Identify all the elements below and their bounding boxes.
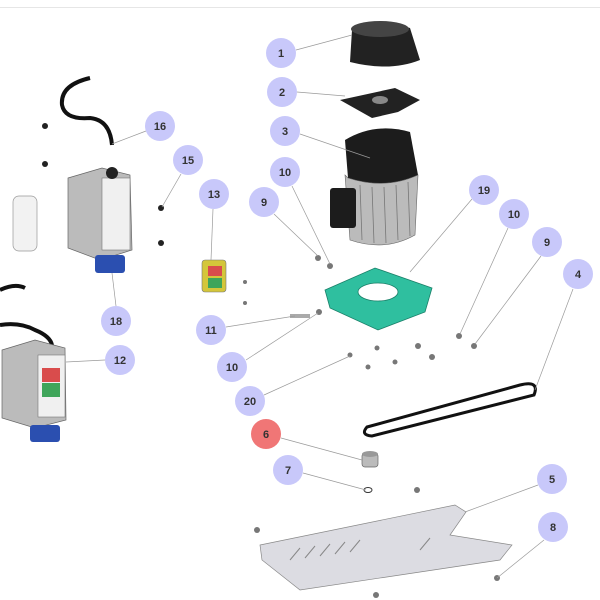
leader-lines	[65, 34, 574, 579]
callout-circle	[235, 386, 265, 416]
callout-circle	[469, 175, 499, 205]
top-divider	[0, 7, 600, 8]
callout-13-switch[interactable]: 13	[199, 179, 229, 209]
fasteners	[42, 123, 500, 598]
callout-9-screw[interactable]: 9	[249, 187, 279, 217]
motor-part[interactable]	[330, 128, 419, 246]
callout-16-cable[interactable]: 16	[145, 111, 175, 141]
belt-part[interactable]	[362, 382, 537, 438]
callout-label: 10	[226, 362, 238, 374]
callout-circle	[266, 38, 296, 68]
callout-5-base-plate[interactable]: 5	[537, 464, 567, 494]
callout-8-screw[interactable]: 8	[538, 512, 568, 542]
callout-10-nut[interactable]: 10	[499, 199, 529, 229]
callout-label: 8	[550, 522, 556, 534]
callout-label: 1	[278, 48, 284, 60]
callout-circle	[499, 199, 529, 229]
callout-label: 12	[114, 355, 126, 367]
pulley-part[interactable]	[361, 451, 379, 468]
callout-15-screw[interactable]: 15	[173, 145, 203, 175]
callout-circle	[538, 512, 568, 542]
callout-2-fan[interactable]: 2	[267, 77, 297, 107]
callout-circle	[273, 455, 303, 485]
callout-label: 3	[282, 126, 288, 138]
callout-circle	[105, 345, 135, 375]
callout-circle	[173, 145, 203, 175]
fan-cover-part[interactable]	[350, 21, 420, 67]
callout-label: 19	[478, 185, 490, 197]
callout-11-bolt[interactable]: 11	[196, 315, 226, 345]
callout-6-pulley[interactable]: 6	[251, 419, 281, 449]
callout-label: 10	[279, 167, 291, 179]
callout-label: 16	[154, 121, 166, 133]
callout-10-nut[interactable]: 10	[217, 352, 247, 382]
callout-7-washer[interactable]: 7	[273, 455, 303, 485]
callout-label: 9	[261, 197, 267, 209]
capacitor-part[interactable]	[12, 195, 38, 252]
callout-circle	[249, 187, 279, 217]
callout-label: 13	[208, 189, 220, 201]
callout-18-switch-box[interactable]: 18	[101, 306, 131, 336]
callout-label: 9	[544, 237, 550, 249]
callout-label: 11	[205, 325, 217, 337]
callout-label: 2	[279, 87, 285, 99]
callout-4-belt[interactable]: 4	[563, 259, 593, 289]
callout-9-screw[interactable]: 9	[532, 227, 562, 257]
fan-part[interactable]	[340, 88, 420, 118]
callout-circle	[267, 77, 297, 107]
callout-10-nut[interactable]: 10	[270, 157, 300, 187]
callout-label: 20	[244, 396, 256, 408]
callout-circle	[270, 116, 300, 146]
callout-label: 15	[182, 155, 194, 167]
callout-20-screw[interactable]: 20	[235, 386, 265, 416]
washer-part[interactable]	[363, 487, 373, 493]
callout-1-fan-cover[interactable]: 1	[266, 38, 296, 68]
base-plate-part[interactable]	[259, 504, 513, 591]
cable-part[interactable]	[0, 76, 114, 346]
callout-label: 10	[508, 209, 520, 221]
callout-label: 7	[285, 465, 291, 477]
motor-bracket-part[interactable]	[324, 267, 433, 331]
callout-label: 18	[110, 316, 122, 328]
switch-part[interactable]	[201, 259, 227, 293]
callout-circle	[532, 227, 562, 257]
callout-12-switch-box[interactable]: 12	[105, 345, 135, 375]
callout-circle	[145, 111, 175, 141]
switch-box-upper-part[interactable]	[67, 167, 133, 273]
callout-19-motor-bracket[interactable]: 19	[469, 175, 499, 205]
callout-label: 4	[575, 269, 582, 281]
callout-circle	[101, 306, 131, 336]
callout-3-motor[interactable]: 3	[270, 116, 300, 146]
callout-circle	[196, 315, 226, 345]
callout-circle	[251, 419, 281, 449]
callout-label: 5	[549, 474, 555, 486]
callout-circle	[270, 157, 300, 187]
callout-circle	[217, 352, 247, 382]
switch-box-lower-part[interactable]	[1, 339, 67, 442]
callout-circle	[537, 464, 567, 494]
callout-circle	[199, 179, 229, 209]
callout-circle	[563, 259, 593, 289]
callout-label: 6	[263, 429, 269, 441]
